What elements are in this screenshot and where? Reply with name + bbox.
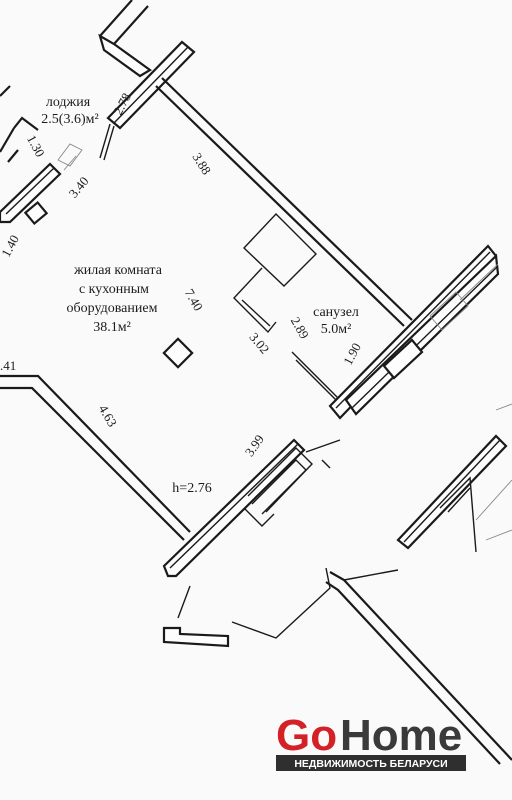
gohome-logo: Go Home НЕДВИЖИМОСТЬ БЕЛАРУСИ [276,711,466,771]
entrance-wall [162,438,306,648]
ceiling-height: h=2.76 [172,481,211,496]
logo-home-text: Home [340,711,462,760]
logo-subtitle: НЕДВИЖИМОСТЬ БЕЛАРУСИ [294,758,447,770]
dim-41: .41 [0,358,16,373]
dim-1-30: 1.30 [24,132,48,159]
dim-1-40: 1.40 [0,232,22,259]
top-exterior-wall [98,0,152,78]
living-area: 38.1м² [93,320,131,335]
dim-7-40: 7.40 [182,286,206,313]
living-name-line3: оборудованием [67,301,158,316]
dim-1-90: 1.90 [340,340,364,367]
bathroom-area: 5.0м² [321,322,352,337]
dim-3-88: 3.88 [189,150,214,177]
balcony-door-frame [99,40,196,161]
logo-subtitle-bar [276,755,466,771]
right-shaft-walls [396,403,512,553]
dim-3-99: 3.99 [242,432,267,459]
logo-go-text: Go [276,711,337,760]
loggia-bottom-wall [0,162,62,226]
loggia-area: 2.5(3.6)м² [41,112,98,127]
dim-2-89: 2.89 [288,314,312,341]
bathroom-name: санузел [313,305,359,320]
entrance-niche [243,439,341,527]
living-name-line2: с кухонным [79,282,149,297]
corridor-walls [231,567,512,765]
loggia-name: лоджия [46,95,91,110]
kitchen-counter [233,212,317,334]
dim-4-63: 4.63 [96,402,120,429]
loggia-walls [0,85,83,171]
living-room-right-wall [155,77,413,327]
dim-3-02: 3.02 [246,330,272,357]
living-room-left-wall [0,374,191,541]
dim-3-40: 3.40 [65,174,91,201]
column-marker [162,337,194,369]
living-name-line1: жилая комната [73,263,163,278]
bathroom-partition [291,351,341,401]
right-exterior-wall [328,244,500,420]
